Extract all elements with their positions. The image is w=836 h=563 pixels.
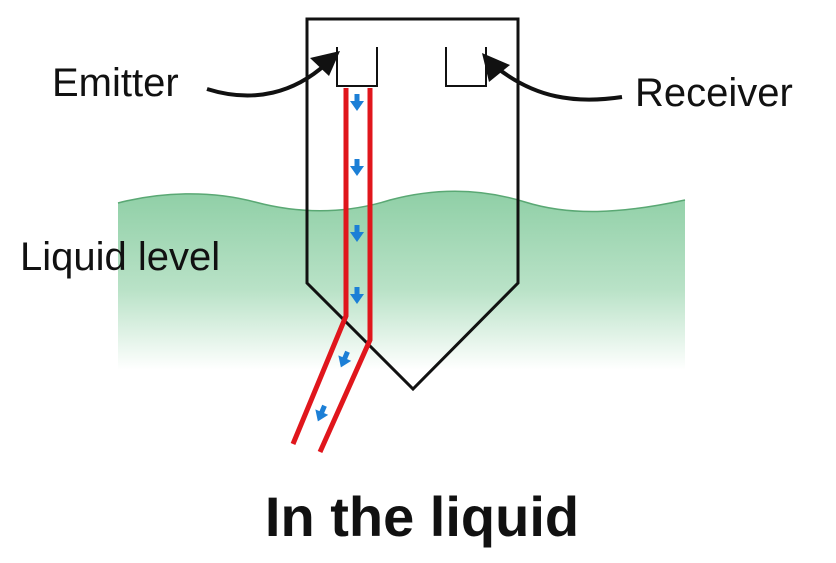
beam-arrow-3 bbox=[350, 225, 364, 242]
emitter-pointer-line bbox=[206, 62, 328, 98]
beam-arrow-4 bbox=[350, 287, 364, 304]
beam-arrow-5 bbox=[338, 350, 352, 368]
receiver-label: Receiver bbox=[635, 71, 793, 115]
liquid-level-label: Liquid level bbox=[20, 235, 220, 279]
liquid-body bbox=[118, 191, 685, 370]
receiver-element bbox=[445, 47, 487, 87]
beam-arrow-2 bbox=[350, 159, 364, 176]
sensor-probe-outline bbox=[305, 17, 520, 392]
beam-arrow-6 bbox=[315, 404, 329, 422]
emitter-element bbox=[336, 47, 378, 87]
beam-arrow-1 bbox=[350, 94, 364, 111]
emitter-label: Emitter bbox=[52, 61, 179, 105]
light-beam-left-edge bbox=[290, 88, 349, 445]
emitter-pointer-arrowhead bbox=[310, 51, 340, 76]
diagram-caption: In the liquid bbox=[265, 485, 579, 548]
liquid-surface-line bbox=[117, 190, 686, 213]
receiver-pointer-line bbox=[494, 65, 623, 102]
receiver-pointer-arrowhead bbox=[482, 53, 510, 82]
light-beam-right-edge bbox=[317, 88, 373, 454]
